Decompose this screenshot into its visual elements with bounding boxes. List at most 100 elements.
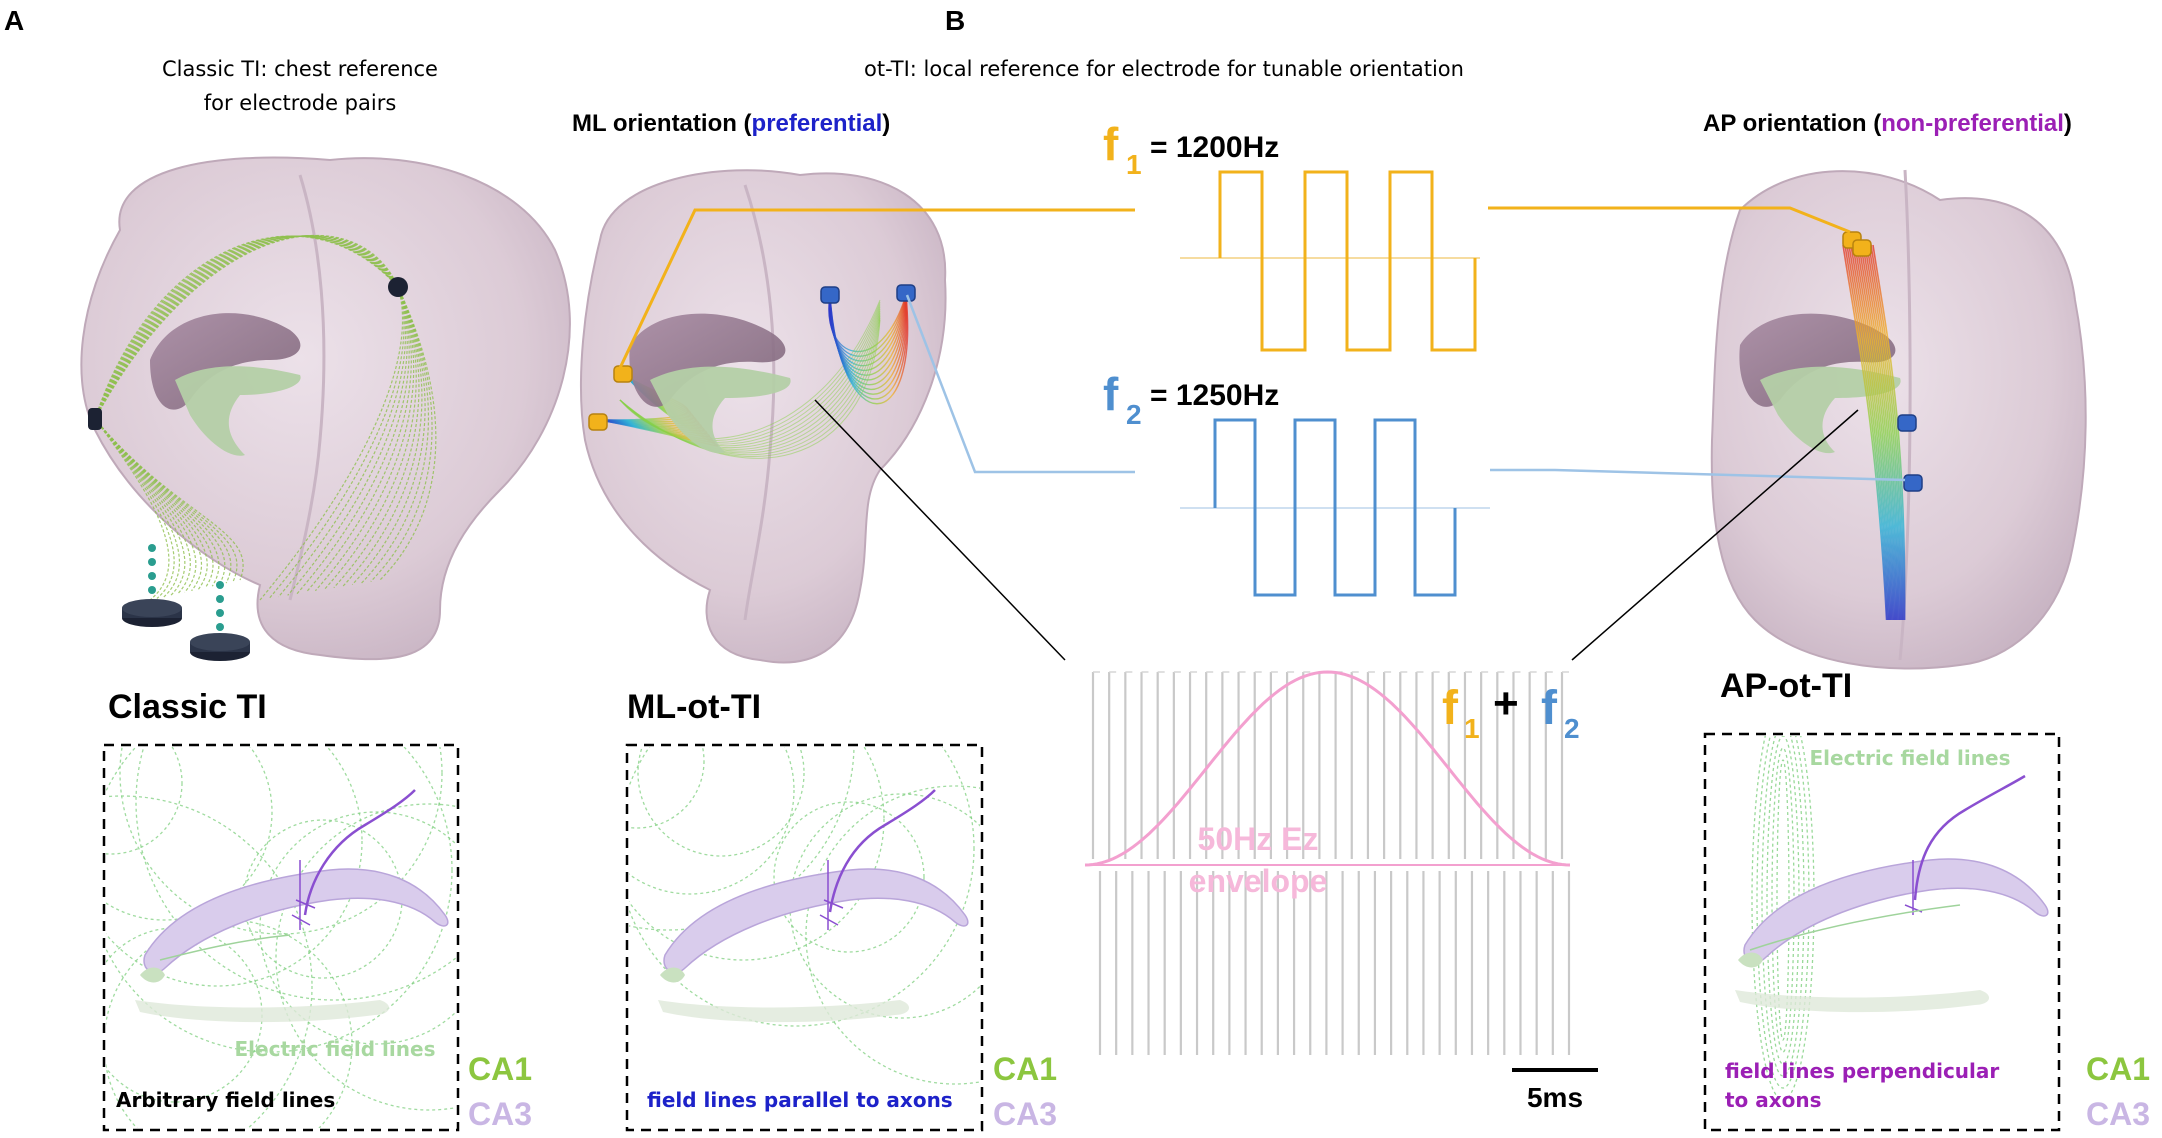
box-field-arc [119,747,443,935]
field-line [305,286,412,593]
field-line-ap [1868,244,1903,621]
field-line-ap [1862,244,1900,621]
field-line-ap [1872,244,1906,621]
ml-blue-electrode-1 [820,286,840,304]
field-line [94,418,186,596]
envelope-curve [1084,670,1571,867]
ap-heading-keyword: non-preferential [1881,110,2064,137]
ap-box-field-label: Electric field lines [1810,746,2011,770]
field-line-ap [1860,244,1899,621]
field-line [94,418,214,589]
ap-heading-prefix: AP orientation ( [1703,110,1881,137]
field-line-ap [1866,244,1902,621]
ap-box-ca1-legend: CA1 [2086,1051,2150,1087]
head-surface [80,156,571,661]
ca3-cell-layer [135,1000,390,1023]
ap-box-note-line1: field lines perpendicular [1725,1059,1999,1083]
neuron-axon-ap [1913,774,2026,901]
field-line-ap [1850,244,1893,621]
field-line [94,418,191,595]
field-line [351,286,426,586]
summed-signal: 50Hz Ez envelope f 1 + f 2 5ms [1084,670,1598,1113]
field-line [94,235,399,420]
box-field-arc [259,811,456,1045]
field-line-ap [1852,244,1894,621]
sum-f1-subscript: 1 [1464,713,1480,744]
side-electrode [88,408,102,430]
ca3-soma-ml [660,967,685,983]
classic-box-ca1-legend: CA1 [468,1051,532,1087]
f2-connector-ml [905,294,1135,474]
field-line [314,286,415,592]
ml-orientation-heading: ML orientation (preferential) [572,110,890,137]
sum-f1-symbol: f [1442,682,1459,735]
classic-box-content [106,747,456,1128]
field-line [342,286,423,587]
classic-box-ca3-legend: CA3 [468,1096,532,1132]
classic-ti-caption-line2: for electrode pairs [204,91,397,115]
field-line-ap [1844,244,1889,621]
field-line [324,286,417,590]
panel-b-label: B [945,5,965,36]
ap-box-ca3-legend: CA3 [2086,1096,2150,1132]
box-field-arc [106,747,453,1053]
field-line-ap [1864,244,1901,621]
ml-orange-electrode-2 [588,413,608,431]
ca1-cell-layer [143,868,449,974]
sum-label: f 1 + f 2 [1442,679,1580,744]
f2-subscript: 2 [1126,399,1142,430]
f2-symbol: f [1103,368,1119,420]
ca1-3d-ml [650,366,791,454]
field-line-ap [1842,244,1888,621]
field-line-ap [1858,244,1897,621]
ml-heading-suffix: ) [882,110,890,137]
field-line [268,286,405,599]
f2-waveform [1180,418,1490,597]
field-line [94,234,399,420]
field-line [94,234,399,420]
head-model-ap [1710,169,2087,670]
ap-ot-ti-box-title: AP-ot-TI [1720,667,1852,705]
field-line [94,235,399,420]
neuron-axon-ml [828,789,936,913]
field-line [94,235,399,420]
box-field-arc [637,747,805,857]
field-line [94,235,399,420]
box-field-arc [629,747,705,829]
field-line [94,235,399,420]
ap-heading-suffix: ) [2064,110,2072,137]
neuron-axon [303,789,416,916]
box-field-arc [629,747,885,961]
connectors [618,206,1906,661]
f2-square-wave [1213,418,1457,597]
classic-box-field-label: Electric field lines [235,1037,436,1061]
ap-box-content [1735,736,2049,1101]
ap-blue-electrode-2 [1903,474,1923,492]
field-line-ap [1856,244,1896,621]
zoom-line-right [1571,409,1859,661]
sum-f2-subscript: 2 [1564,713,1580,744]
top-electrode [388,277,408,297]
field-line [94,235,399,420]
f1-subscript: 1 [1126,149,1142,180]
field-line-ap [1854,244,1895,621]
box-field-arc [106,747,273,921]
field-line-ml [829,294,909,405]
f1-symbol: f [1103,118,1119,170]
chest-reference-dots-2 [216,581,224,631]
head-midline [288,174,326,601]
classic-ti-box-title: Classic TI [108,688,267,726]
field-line [94,235,399,420]
ml-box-note: field lines parallel to axons [647,1088,953,1112]
ap-orange-electrode-2 [1852,239,1872,257]
field-line-ml [619,319,881,459]
field-line [370,286,433,582]
box-field-arc [805,785,980,1085]
chest-reference-dots-1 [148,544,156,594]
f1-value: = 1200Hz [1150,131,1279,164]
neuron-dendrites [291,860,316,930]
field-line-ap [1870,244,1905,621]
ml-box-ca3-legend: CA3 [993,1096,1057,1132]
ml-ot-ti-box [625,743,984,1132]
